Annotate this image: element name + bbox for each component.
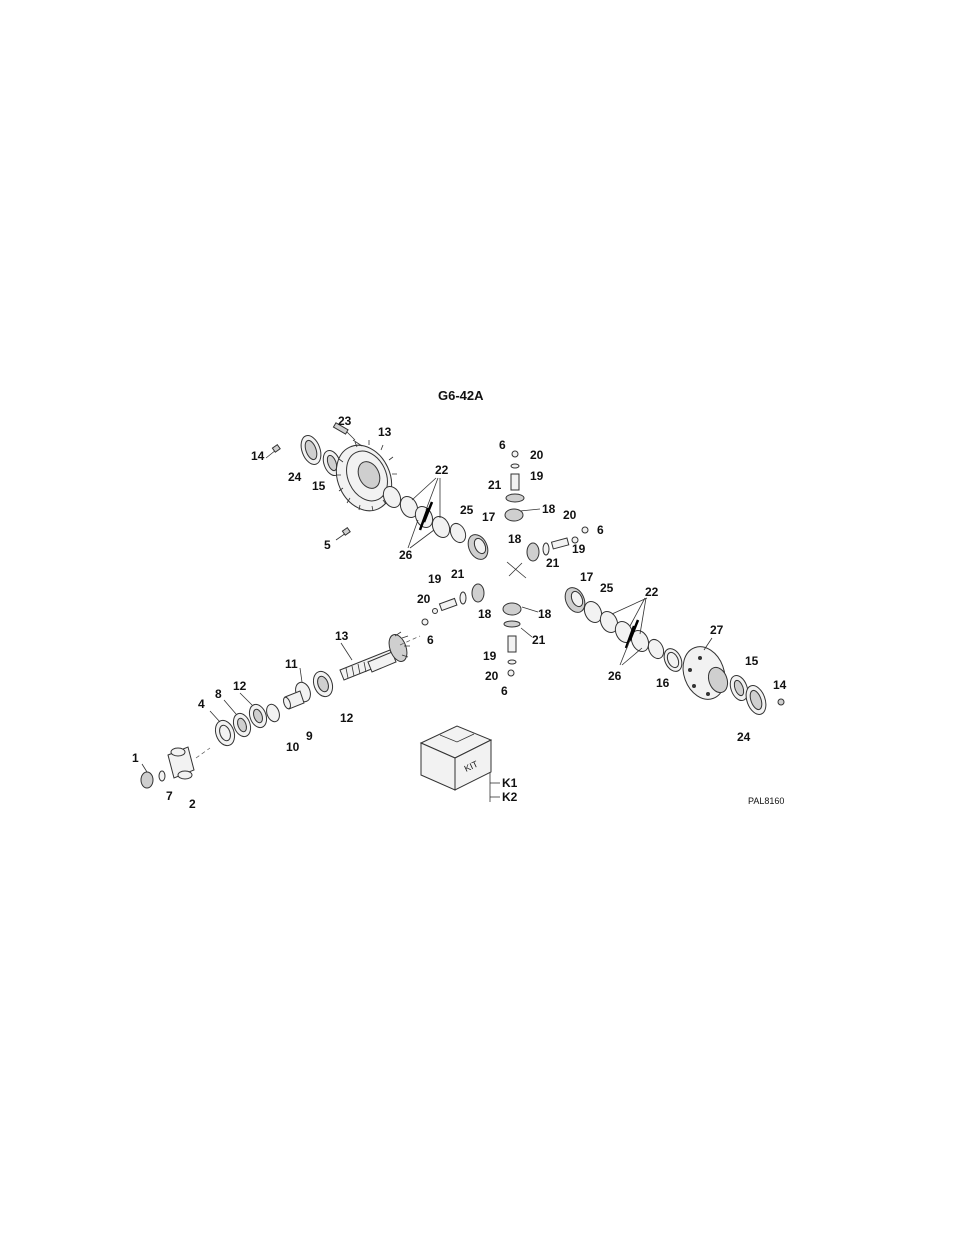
drawing-code: PAL8160 [748, 796, 784, 806]
callout-20: 20 [417, 592, 431, 606]
callout-16: 16 [656, 676, 670, 690]
callout-13: 13 [378, 425, 392, 439]
callout-27: 27 [710, 623, 724, 637]
pinion-shaft-group [140, 631, 421, 789]
callout-2: 2 [189, 797, 196, 811]
callout-21: 21 [546, 556, 560, 570]
callout-11: 11 [285, 657, 298, 671]
callout-6: 6 [597, 523, 604, 537]
callout-labels: 23 13 14 24 15 22 25 17 5 26 6 20 19 21 … [132, 414, 787, 811]
bolt-part [335, 526, 351, 541]
callout-7: 7 [166, 789, 173, 803]
callout-17: 17 [482, 510, 496, 524]
callout-8: 8 [215, 687, 222, 701]
callout-14: 14 [251, 449, 265, 463]
yoke-part [167, 746, 211, 780]
callout-24: 24 [288, 470, 302, 484]
callout-14: 14 [773, 678, 787, 692]
kit-label-k2: K2 [502, 790, 518, 804]
callout-12: 12 [233, 679, 247, 693]
callout-20: 20 [530, 448, 544, 462]
kit-box: KIT K1 K2 [419, 725, 518, 804]
pinion-shaft-part [339, 631, 421, 681]
callout-26: 26 [608, 669, 622, 683]
callout-10: 10 [286, 740, 300, 754]
callout-24: 24 [737, 730, 751, 744]
callout-19: 19 [530, 469, 544, 483]
callout-18: 18 [542, 502, 556, 516]
differential-case-part [682, 646, 729, 700]
callout-4: 4 [198, 697, 205, 711]
callout-22: 22 [435, 463, 449, 477]
side-gear-part [467, 534, 489, 560]
callout-6: 6 [499, 438, 506, 452]
diagram-title: G6-42A [438, 388, 484, 403]
callout-5: 5 [324, 538, 331, 552]
callout-26: 26 [399, 548, 413, 562]
callout-23: 23 [338, 414, 352, 428]
callout-6: 6 [501, 684, 508, 698]
callout-19: 19 [428, 572, 442, 586]
carrier-group-lower [564, 587, 785, 715]
callout-21: 21 [532, 633, 546, 647]
callout-21: 21 [451, 567, 465, 581]
callout-20: 20 [563, 508, 577, 522]
callout-18: 18 [538, 607, 552, 621]
shim-stack-part [382, 485, 467, 544]
callout-1: 1 [132, 751, 139, 765]
bolt-part [265, 443, 281, 459]
callout-22: 22 [645, 585, 659, 599]
callout-9: 9 [306, 729, 313, 743]
callout-25: 25 [460, 503, 474, 517]
callout-18: 18 [478, 607, 492, 621]
callout-21: 21 [488, 478, 502, 492]
callout-15: 15 [745, 654, 759, 668]
callout-13: 13 [335, 629, 349, 643]
callout-15: 15 [312, 479, 326, 493]
callout-20: 20 [485, 669, 499, 683]
callout-19: 19 [572, 542, 586, 556]
bearing-cup-part [300, 435, 322, 465]
ring-gear-group-upper [265, 422, 489, 560]
callout-18: 18 [508, 532, 522, 546]
kit-label-k1: K1 [502, 776, 518, 790]
callout-19: 19 [483, 649, 497, 663]
differential-spider-group [421, 450, 589, 677]
callout-6: 6 [427, 633, 434, 647]
bolt-part [332, 422, 356, 441]
callout-25: 25 [600, 581, 614, 595]
ring-gear-part [335, 440, 397, 512]
callout-12: 12 [340, 711, 354, 725]
callout-17: 17 [580, 570, 594, 584]
